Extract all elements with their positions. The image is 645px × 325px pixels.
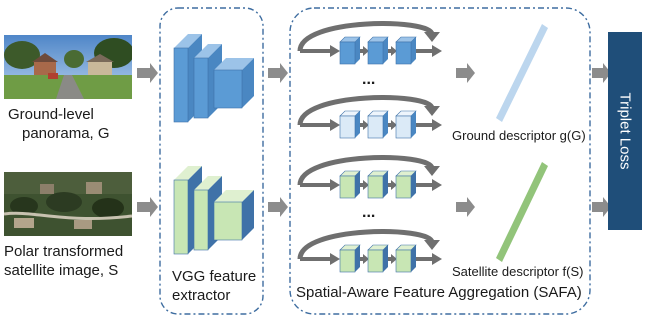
feature-cube [395, 170, 417, 199]
feature-cube [339, 244, 361, 273]
arrow-ground-to-loss [592, 63, 611, 83]
skip-arc-head [424, 166, 440, 176]
satellite-descriptor-label: Satellite descriptor f(S) [452, 264, 584, 279]
ellipsis-satellite: ... [362, 204, 376, 221]
ground-input-label-line1: Ground-level [8, 106, 94, 123]
cube-link-head [363, 180, 369, 190]
arrow-ground-to-vgg [137, 63, 158, 83]
cube-link-head [391, 254, 397, 264]
triplet-loss-label: Triplet Loss [616, 92, 634, 170]
satellite-row-1 [297, 155, 442, 199]
vgg-group-border [159, 7, 264, 315]
skip-arc-head [424, 106, 440, 116]
vgg-label: VGG feature extractor [172, 267, 256, 305]
cube-link-head [363, 120, 369, 130]
ground-row-2 [297, 95, 442, 139]
feature-cube [395, 36, 417, 65]
satellite-input-label-line1: Polar transformed [4, 243, 124, 260]
arrow-satellite-to-loss [592, 197, 611, 217]
trail-arrow-head [432, 253, 442, 265]
safa-rows [297, 21, 442, 273]
arrow-vgg-to-safa-satellite [268, 197, 288, 217]
feature-cube [339, 36, 361, 65]
ground-row-1 [297, 21, 442, 65]
trail-arrow-head [432, 119, 442, 131]
satellite-row-2 [297, 229, 442, 273]
ground-descriptor-bar [496, 24, 548, 122]
lead-arrow-head [330, 253, 340, 265]
ground-input-label-line2: panorama, G [22, 125, 110, 142]
trail-arrow-head [432, 45, 442, 57]
feature-cube [367, 244, 389, 273]
arrow-satellite-to-vgg [137, 197, 158, 217]
feature-cube [367, 36, 389, 65]
lead-arrow-head [330, 179, 340, 191]
feature-cube [339, 110, 361, 139]
satellite-polar-image [3, 172, 133, 236]
skip-arc-head [424, 32, 440, 42]
skip-arc [297, 95, 435, 126]
ground-descriptor-label: Ground descriptor g(G) [452, 128, 586, 143]
feature-cube [367, 110, 389, 139]
skip-arc [297, 155, 435, 186]
vgg-satellite-blocks [173, 166, 254, 255]
skip-arc [297, 229, 435, 260]
ground-panorama-image [4, 35, 134, 99]
cube-link-head [391, 180, 397, 190]
skip-arc-head [424, 240, 440, 250]
safa-group-border [289, 7, 591, 315]
vgg-label-line2: extractor [172, 287, 231, 304]
feature-cube [395, 110, 417, 139]
arrow-satellite-agg [456, 197, 475, 217]
arrow-vgg-to-safa-ground [268, 63, 288, 83]
cube-link-head [363, 46, 369, 56]
cube-link-head [363, 254, 369, 264]
feature-cube [395, 244, 417, 273]
ground-input-label: Ground-level panorama, G [8, 105, 110, 143]
flow-arrows [137, 63, 611, 217]
skip-arc [297, 21, 435, 52]
triplet-loss-box: Triplet Loss [608, 32, 642, 230]
feature-cube [367, 170, 389, 199]
trail-arrow-head [432, 179, 442, 191]
cube-link-head [391, 120, 397, 130]
lead-arrow-head [330, 45, 340, 57]
vgg-label-line1: VGG feature [172, 268, 257, 285]
cube-link-head [391, 46, 397, 56]
feature-cube [339, 170, 361, 199]
lead-arrow-head [330, 119, 340, 131]
satellite-input-label-line2: satellite image, S [4, 262, 119, 279]
ellipsis-ground: ... [362, 71, 376, 88]
satellite-descriptor-bar [496, 162, 548, 262]
arrow-ground-agg [456, 63, 475, 83]
satellite-input-label: Polar transformed satellite image, S [4, 242, 123, 280]
safa-label: Spatial-Aware Feature Aggregation (SAFA) [296, 284, 582, 301]
vgg-ground-blocks [173, 34, 254, 123]
